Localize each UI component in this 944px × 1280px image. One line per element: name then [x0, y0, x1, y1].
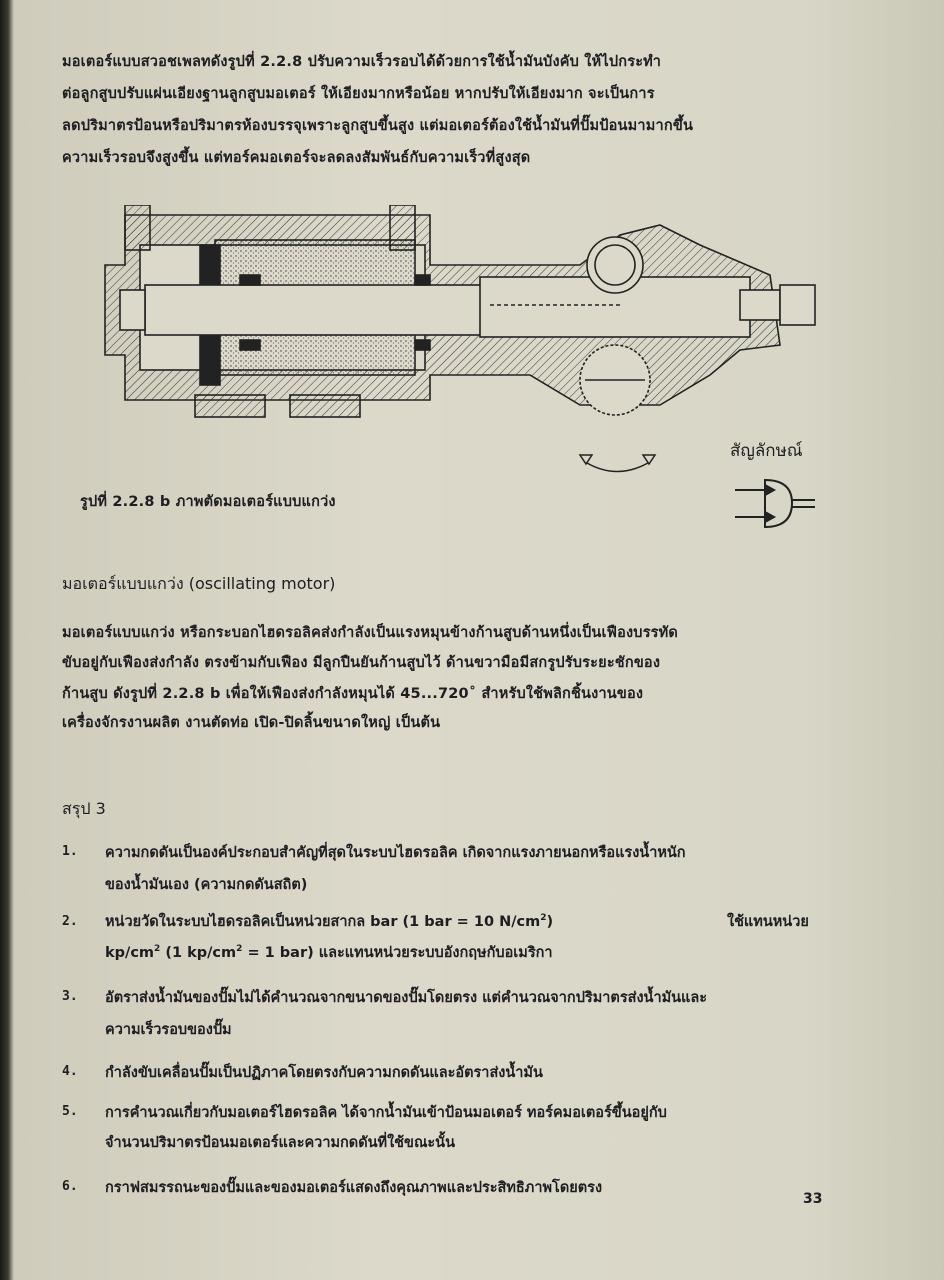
- list-item-line: ความเร็วรอบของปั๊ม: [105, 1022, 232, 1038]
- list-number: 4.: [62, 1064, 78, 1079]
- superscript: 2: [154, 944, 161, 955]
- text-line: มอเตอร์แบบแกว่ง หรือกระบอกไฮดรอลิคส่งกำล…: [62, 625, 679, 641]
- page-number: 33: [803, 1191, 823, 1207]
- superscript: 2: [540, 913, 547, 924]
- list-item-line: ความกดดันเป็นองค์ประกอบสำคัญที่สุดในระบบ…: [105, 845, 686, 861]
- text-line: ต่อลูกสูบปรับแผ่นเอียงฐานลูกสูบมอเตอร์ ใ…: [62, 86, 655, 102]
- text-line: มอเตอร์แบบสวอชเพลทดังรูปที่ 2.2.8 ปรับคว…: [62, 54, 662, 70]
- list-number: 6.: [62, 1179, 78, 1194]
- list-item-line: จำนวนปริมาตรป้อนมอเตอร์และความกดดันที่ใช…: [105, 1135, 456, 1151]
- oscillating-motor-symbol-icon: [735, 478, 815, 529]
- list-item-line: กำลังขับเคลื่อนปั๊มเป็นปฏิภาคโดยตรงกับคว…: [105, 1065, 543, 1081]
- superscript: 2: [236, 944, 243, 955]
- oscillating-motor-cross-section-drawing: [104, 205, 816, 418]
- text-line: ลดปริมาตรป้อนหรือปริมาตรห้องบรรจุเพราะลู…: [62, 118, 694, 134]
- text-line: ก้านสูบ ดังรูปที่ 2.2.8 b เพื่อให้เฟืองส…: [62, 686, 644, 702]
- list-item-line: อัตราส่งน้ำมันของปั๊มไม่ได้คำนวณจากขนาดข…: [105, 990, 708, 1006]
- list-item-line: กราฟสมรรถนะของปั๊มและของมอเตอร์แสดงถึงคุ…: [105, 1180, 603, 1196]
- list-number: 2.: [62, 914, 78, 929]
- text: kp/cm: [105, 945, 155, 961]
- list-item-line: การคำนวณเกี่ยวกับมอเตอร์ไฮดรอลิค ได้จากน…: [105, 1105, 667, 1121]
- list-number: 5.: [62, 1104, 78, 1119]
- figure-caption: รูปที่ 2.2.8 b ภาพตัดมอเตอร์แบบแกว่ง: [80, 494, 336, 510]
- text: (1 kp/cm: [160, 945, 237, 961]
- list-item-line: ของน้ำมันเอง (ความกดดันสถิต): [105, 877, 308, 893]
- list-item-line: หน่วยวัดในระบบไฮดรอลิคเป็นหน่วยสากล bar …: [105, 910, 553, 933]
- list-number: 1.: [62, 844, 78, 859]
- list-item-line: kp/cm2 (1 kp/cm2 = 1 bar) และแทนหน่วยระบ…: [105, 941, 553, 964]
- list-item-line: ใช้แทนหน่วย: [727, 914, 809, 930]
- symbol-label: สัญลักษณ์: [730, 441, 803, 461]
- text: หน่วยวัดในระบบไฮดรอลิคเป็นหน่วยสากล bar …: [105, 914, 541, 930]
- summary-heading: สรุป 3: [62, 799, 106, 818]
- oscillation-arrow-icon: [578, 454, 657, 473]
- text-line: ความเร็วรอบจึงสูงขึ้น แต่ทอร์คมอเตอร์จะล…: [62, 150, 531, 166]
- list-number: 3.: [62, 989, 78, 1004]
- text-line: ขับอยู่กับเฟืองส่งกำลัง ตรงข้ามกับเฟือง …: [62, 655, 661, 671]
- section-heading: มอเตอร์แบบแกว่ง (oscillating motor): [62, 574, 336, 593]
- text-line: เครื่องจักรงานผลิต งานตัดท่อ เปิด-ปิดลิ้…: [62, 715, 441, 731]
- text: = 1 bar) และแทนหน่วยระบบอังกฤษกับอเมริกา: [242, 945, 553, 961]
- text: ): [546, 914, 554, 930]
